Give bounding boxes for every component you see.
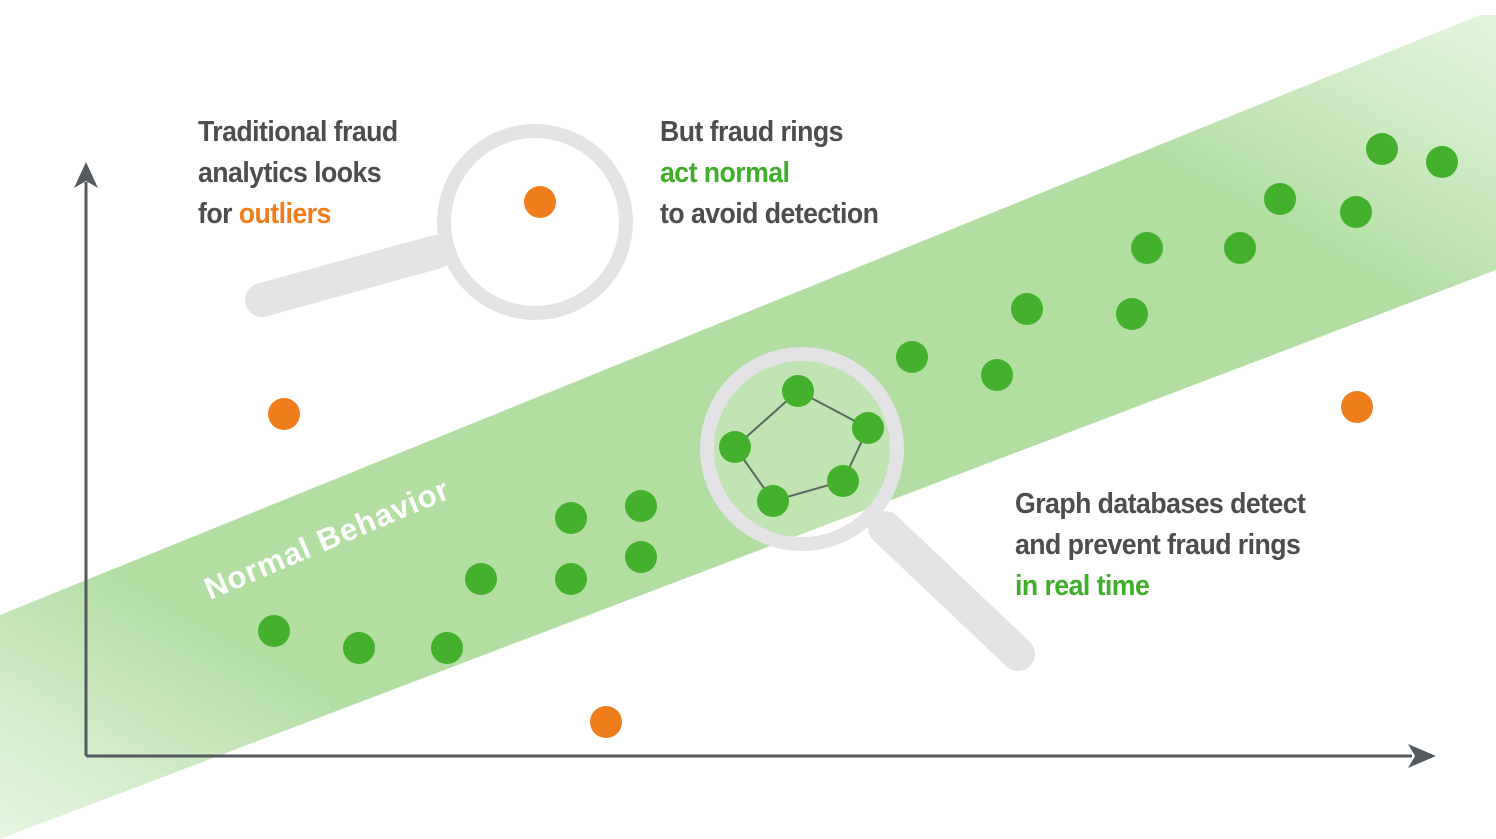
ring-node: [719, 431, 751, 463]
normal-point: [431, 632, 463, 664]
normal-point: [1366, 133, 1398, 165]
caption-act-normal-line1: But fraud rings: [660, 116, 843, 148]
normal-point: [625, 541, 657, 573]
normal-point: [625, 490, 657, 522]
caption-act-normal-highlight: act normal: [660, 157, 790, 189]
magnifier-ring-icon: [700, 347, 1035, 671]
normal-point: [343, 632, 375, 664]
outlier-point: [268, 398, 300, 430]
caption-graph-databases: Graph databases detect and prevent fraud…: [1015, 484, 1306, 607]
magnifier-outliers-icon: [245, 124, 633, 320]
caption-outliers-line3: for outliers: [198, 194, 398, 235]
caption-outliers-highlight: outliers: [238, 198, 332, 230]
caption-outliers-prefix: for: [198, 198, 239, 230]
caption-outliers-line2: analytics looks: [198, 157, 382, 189]
y-axis-arrow: [74, 162, 98, 188]
outlier-point: [590, 706, 622, 738]
axes: [84, 182, 1412, 758]
caption-act-normal-line3: to avoid detection: [660, 198, 879, 230]
normal-point: [1340, 196, 1372, 228]
normal-point: [555, 502, 587, 534]
x-axis-arrow: [1408, 744, 1436, 768]
caption-graph-line2: and prevent fraud rings: [1015, 529, 1301, 561]
ring-node: [782, 375, 814, 407]
normal-point: [1426, 146, 1458, 178]
caption-outliers-line1: Traditional fraud: [198, 116, 398, 148]
caption-graph-highlight: in real time: [1015, 570, 1150, 602]
normal-point: [1224, 232, 1256, 264]
fraud-ring-nodes: [719, 375, 884, 517]
outlier-point: [524, 186, 556, 218]
normal-point: [258, 615, 290, 647]
normal-point: [555, 563, 587, 595]
normal-point: [981, 359, 1013, 391]
normal-point: [1116, 298, 1148, 330]
normal-point: [896, 341, 928, 373]
normal-point: [1264, 183, 1296, 215]
normal-points: [258, 133, 1458, 664]
ring-node: [852, 412, 884, 444]
caption-graph-line1: Graph databases detect: [1015, 488, 1306, 520]
normal-point: [1131, 232, 1163, 264]
normal-point: [1011, 293, 1043, 325]
outlier-point: [1341, 391, 1373, 423]
normal-point: [465, 563, 497, 595]
ring-node: [827, 465, 859, 497]
normal-behavior-band: [0, 15, 1496, 839]
ring-node: [757, 485, 789, 517]
caption-act-normal: But fraud rings act normal to avoid dete…: [660, 112, 879, 235]
caption-outliers: Traditional fraud analytics looks for ou…: [198, 112, 398, 235]
outlier-points: [268, 186, 1373, 738]
